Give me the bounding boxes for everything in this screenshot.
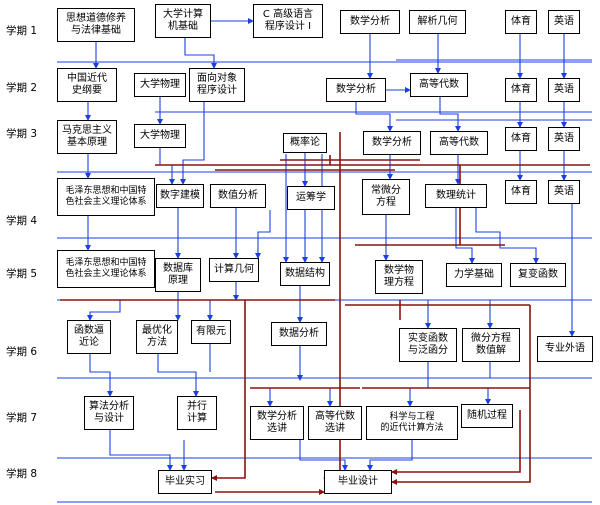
- semester-label-3: 学期 3: [6, 128, 38, 140]
- course-oop: 面向对象 程序设计: [189, 68, 245, 102]
- course-math-analysis-3: 数学分析: [363, 131, 421, 155]
- course-finite-element: 有限元: [191, 320, 231, 344]
- course-algorithm-design: 算法分析 与设计: [84, 396, 134, 430]
- course-marxism: 马克思主义 基本原理: [57, 120, 117, 154]
- course-math-analysis-2: 数学分析: [326, 78, 386, 102]
- semester-label-6: 学期 6: [6, 346, 38, 358]
- course-ode: 常微分 方程: [362, 179, 410, 215]
- connector-85: [391, 410, 521, 475]
- connector-28: [439, 97, 461, 132]
- course-modern-computing-methods: 科学与工程 的近代计算方法: [366, 406, 458, 440]
- course-mathematical-statistics: 数理统计: [425, 184, 487, 208]
- course-complex-functions: 复变函数: [510, 263, 566, 287]
- connector-69: [367, 440, 413, 471]
- course-ideology-law: 思想道德修养 与法律基础: [57, 8, 135, 42]
- course-advanced-algebra-1: 高等代数: [410, 73, 468, 97]
- course-english-2: 英语: [548, 78, 580, 102]
- course-operations-research: 运筹学: [287, 186, 335, 210]
- course-english-3: 英语: [548, 127, 580, 151]
- course-pe-3: 体育: [505, 127, 537, 151]
- course-real-functional-analysis: 实变函数 与泛函分: [399, 328, 457, 362]
- semester-label-1: 学期 1: [6, 25, 38, 37]
- course-advanced-algebra-2: 高等代数: [430, 131, 488, 155]
- course-physics-2: 大学物理: [134, 124, 186, 148]
- course-english-4: 英语: [548, 180, 580, 204]
- connector-52: [87, 300, 121, 321]
- semester-label-8: 学期 8: [6, 468, 38, 480]
- course-pe-2: 体育: [505, 78, 537, 102]
- connector-20: [184, 38, 217, 69]
- semester-label-2: 学期 2: [6, 82, 38, 94]
- course-professional-english: 专业外语: [537, 336, 593, 362]
- connector-84: [391, 305, 531, 485]
- connector-48: [475, 208, 501, 238]
- course-graduation-internship: 毕业实习: [158, 470, 212, 494]
- course-graduation-project: 毕业设计: [324, 470, 392, 494]
- connector-46: [455, 208, 475, 264]
- course-mao-theory-1: 毛泽东思想和中国特 色社会主义理论体系: [57, 178, 155, 216]
- connector-23: [159, 148, 175, 185]
- connector-67: [109, 430, 173, 471]
- connector-83: [211, 300, 246, 481]
- connector-22: [180, 102, 205, 185]
- connector-68: [299, 440, 348, 471]
- connector-57: [89, 354, 113, 397]
- course-probability: 概率论: [283, 133, 327, 153]
- course-pe-4: 体育: [505, 180, 537, 204]
- course-math-analysis-seminar: 数学分析 选讲: [250, 406, 304, 440]
- course-numerical-analysis: 数值分析: [210, 184, 266, 208]
- connector-27: [355, 102, 393, 132]
- course-data-analysis: 数据分析: [271, 322, 327, 346]
- course-approximation-theory: 函数逼 近论: [67, 320, 111, 354]
- course-parallel-computing: 并行 计算: [177, 396, 217, 430]
- course-math-physics-equations: 数学物 理方程: [375, 260, 423, 294]
- course-optimization: 最优化 方法: [136, 320, 178, 354]
- course-database: 数据库 原理: [155, 258, 201, 292]
- connector-41: [255, 210, 271, 259]
- course-math-analysis-1: 数学分析: [340, 10, 400, 34]
- course-advanced-algebra-seminar: 高等代数 选讲: [308, 406, 362, 440]
- course-analytic-geometry: 解析几何: [409, 10, 466, 34]
- course-physics-1: 大学物理: [134, 73, 186, 97]
- course-pe-1: 体育: [505, 10, 537, 34]
- semester-label-7: 学期 7: [6, 412, 38, 424]
- course-college-computing: 大学计算 机基础: [155, 4, 211, 38]
- connector-47: [499, 238, 539, 264]
- course-math-modeling: 数字建模: [156, 184, 204, 208]
- semester-label-4: 学期 4: [6, 215, 38, 227]
- connector-58: [157, 354, 199, 397]
- course-computational-geometry: 计算几何: [209, 258, 259, 282]
- course-english-1: 英语: [548, 10, 580, 34]
- course-c-programming: C 高级语言 程序设计 I: [253, 4, 323, 38]
- course-modern-history: 中国近代 史纲要: [57, 68, 117, 102]
- course-mao-theory-2: 毛泽东思想和中国特 色社会主义理论体系: [57, 250, 155, 288]
- course-stochastic-process: 随机过程: [461, 404, 513, 428]
- course-mechanics: 力学基础: [446, 263, 502, 287]
- course-data-structures: 数据结构: [280, 262, 330, 286]
- semester-label-5: 学期 5: [6, 268, 38, 280]
- course-numerical-pde: 微分方程 数值解: [462, 328, 520, 362]
